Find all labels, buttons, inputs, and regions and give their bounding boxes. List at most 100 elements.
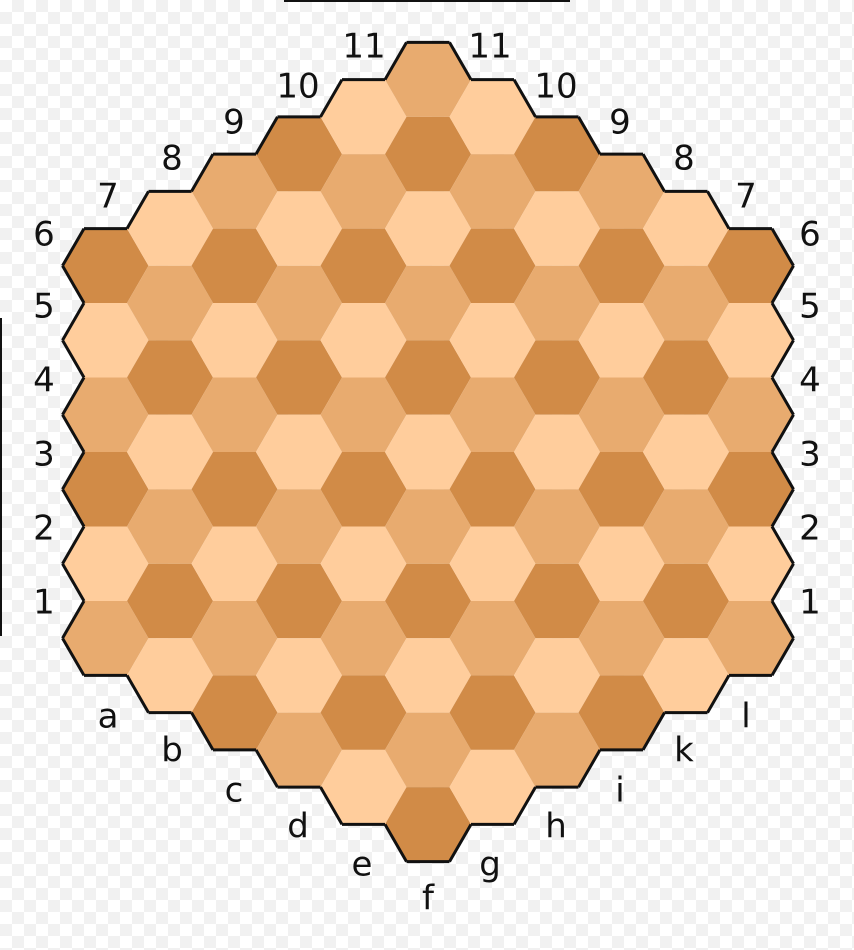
- board-cell[interactable]: [514, 638, 600, 713]
- board-cell[interactable]: [62, 526, 149, 601]
- board-cell[interactable]: [256, 638, 342, 713]
- board-cell[interactable]: [127, 638, 213, 713]
- board-cell[interactable]: [449, 452, 536, 527]
- board-cell[interactable]: [514, 712, 600, 788]
- board-cell[interactable]: [127, 340, 213, 415]
- board-cell[interactable]: [643, 265, 729, 341]
- board-cell[interactable]: [62, 600, 149, 676]
- right-rank-label-6: 6: [799, 215, 821, 255]
- board-cell[interactable]: [514, 563, 600, 639]
- board-cell[interactable]: [578, 452, 665, 527]
- board-cell[interactable]: [320, 675, 407, 750]
- board-cell[interactable]: [320, 526, 407, 601]
- board-cell[interactable]: [707, 303, 794, 378]
- board-cell[interactable]: [643, 489, 729, 564]
- board-cell[interactable]: [643, 340, 729, 415]
- board-cell[interactable]: [643, 563, 729, 639]
- board-cell[interactable]: [191, 303, 278, 378]
- board-cell[interactable]: [643, 414, 729, 490]
- board-cell[interactable]: [578, 377, 665, 452]
- board-cell[interactable]: [191, 154, 278, 229]
- board-cell[interactable]: [707, 600, 794, 676]
- board-cell[interactable]: [449, 228, 536, 304]
- board-cell[interactable]: [578, 154, 665, 229]
- right-rank-label-7: 7: [735, 177, 757, 217]
- board-cell[interactable]: [320, 79, 407, 155]
- board-cell[interactable]: [191, 526, 278, 601]
- board-cell[interactable]: [62, 377, 149, 452]
- board-cell[interactable]: [449, 675, 536, 750]
- board-cell[interactable]: [514, 265, 600, 341]
- board-cell[interactable]: [320, 452, 407, 527]
- board-cell[interactable]: [127, 414, 213, 490]
- board-cell[interactable]: [320, 749, 407, 825]
- board-cell[interactable]: [514, 191, 600, 266]
- board-cell[interactable]: [256, 489, 342, 564]
- board-cell[interactable]: [191, 675, 278, 750]
- board-cell[interactable]: [256, 563, 342, 639]
- board-cell[interactable]: [449, 377, 536, 452]
- board-cell[interactable]: [320, 303, 407, 378]
- board-cell[interactable]: [514, 116, 600, 192]
- board-cell[interactable]: [707, 452, 794, 527]
- board-cell[interactable]: [127, 489, 213, 564]
- board-cell[interactable]: [578, 600, 665, 676]
- board-cell[interactable]: [449, 526, 536, 601]
- board-cell[interactable]: [578, 675, 665, 750]
- board-cell[interactable]: [449, 79, 536, 155]
- left-rank-label-5: 5: [33, 287, 55, 327]
- board-cell[interactable]: [514, 414, 600, 490]
- board-cell[interactable]: [62, 303, 149, 378]
- board-cell[interactable]: [320, 377, 407, 452]
- board-cell[interactable]: [191, 600, 278, 676]
- board-cell[interactable]: [707, 526, 794, 601]
- left-rank-label-9: 9: [223, 103, 245, 143]
- right-rank-label-4: 4: [799, 361, 821, 401]
- board-cell[interactable]: [578, 526, 665, 601]
- board-cell[interactable]: [62, 228, 149, 304]
- board-cell[interactable]: [514, 489, 600, 564]
- board-cell[interactable]: [707, 228, 794, 304]
- board-cell[interactable]: [385, 116, 471, 192]
- board-outline: [61, 40, 795, 864]
- board-cell[interactable]: [191, 452, 278, 527]
- board-cell[interactable]: [385, 787, 471, 862]
- board-cell[interactable]: [385, 712, 471, 788]
- board-cell[interactable]: [449, 749, 536, 825]
- board-cell[interactable]: [191, 377, 278, 452]
- board-cell[interactable]: [62, 452, 149, 527]
- board-cell[interactable]: [643, 638, 729, 713]
- board-cell[interactable]: [449, 600, 536, 676]
- right-rank-label-11: 11: [468, 27, 511, 67]
- board-cell[interactable]: [578, 228, 665, 304]
- board-cell[interactable]: [385, 340, 471, 415]
- file-label-l: l: [741, 697, 750, 737]
- board-cell[interactable]: [127, 191, 213, 266]
- board-cell[interactable]: [256, 116, 342, 192]
- board-cell[interactable]: [320, 228, 407, 304]
- board-cell[interactable]: [449, 154, 536, 229]
- board-cell[interactable]: [385, 191, 471, 266]
- board-cell[interactable]: [578, 303, 665, 378]
- board-cell[interactable]: [320, 154, 407, 229]
- board-cell[interactable]: [385, 489, 471, 564]
- board-cell[interactable]: [127, 563, 213, 639]
- board-cell[interactable]: [256, 265, 342, 341]
- board-cell[interactable]: [256, 414, 342, 490]
- board-cell[interactable]: [385, 563, 471, 639]
- board-cell[interactable]: [256, 191, 342, 266]
- board-cell[interactable]: [320, 600, 407, 676]
- board-cell[interactable]: [385, 265, 471, 341]
- board-cell[interactable]: [707, 377, 794, 452]
- board-cell[interactable]: [643, 191, 729, 266]
- board-cell[interactable]: [127, 265, 213, 341]
- board-cell[interactable]: [449, 303, 536, 378]
- board-cell[interactable]: [385, 42, 471, 117]
- board-cell[interactable]: [385, 638, 471, 713]
- right-rank-label-8: 8: [673, 139, 695, 179]
- board-cell[interactable]: [385, 414, 471, 490]
- board-cell[interactable]: [256, 340, 342, 415]
- board-cell[interactable]: [256, 712, 342, 788]
- board-cell[interactable]: [514, 340, 600, 415]
- board-cell[interactable]: [191, 228, 278, 304]
